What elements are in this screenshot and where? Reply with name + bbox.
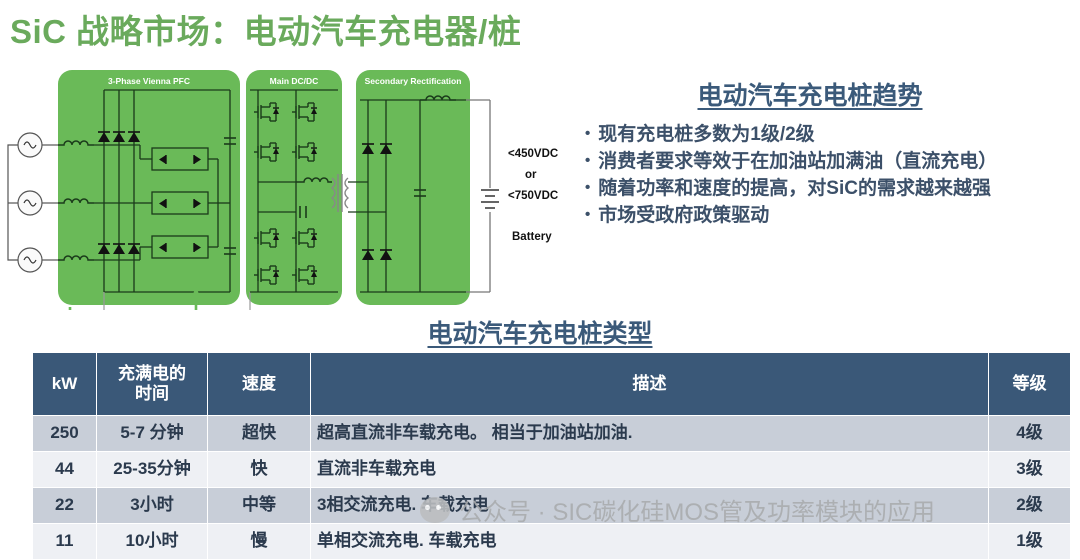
cell-level: 1级 [988, 523, 1071, 560]
cell-charge-time: 25-35分钟 [96, 451, 208, 488]
cell-charge-time: 3小时 [96, 487, 208, 524]
cell-charge-time: 10小时 [96, 523, 208, 560]
charger-types-table: kW 充满电的 时间 速度 描述 等级 250 5-7 分钟 超快 超高直流非车… [32, 352, 1071, 560]
list-item: • 消费者要求等效于在加油站加满油（直流充电） [585, 149, 1080, 176]
cell-description: 3相交流充电. 车载充电 [310, 487, 989, 524]
cell-kw: 22 [32, 487, 97, 524]
table-heading: 电动汽车充电桩类型 [427, 320, 653, 348]
column-header-speed: 速度 [207, 352, 311, 416]
table-header-row: kW 充满电的 时间 速度 描述 等级 [32, 352, 1071, 416]
list-item-label: 现有充电桩多数为1级/2级 [598, 124, 815, 145]
block-rectification [356, 70, 470, 305]
column-header-kw-line1: kW [51, 374, 78, 394]
cell-speed: 中等 [207, 487, 311, 524]
cell-level: 3级 [988, 451, 1071, 488]
cell-speed: 超快 [207, 415, 311, 452]
column-header-charge-time-line2: 时间 [135, 384, 169, 403]
cell-kw: 11 [32, 523, 97, 560]
bullet-icon: • [585, 125, 591, 142]
output-voltage-or: or [525, 169, 537, 181]
cell-kw: 44 [32, 451, 97, 488]
cell-kw: 250 [32, 415, 97, 452]
column-header-charge-time-line1: 充满电的 [118, 364, 186, 384]
block-label-dcdc: Main DC/DC [270, 76, 319, 86]
column-header-speed-line1: 速度 [242, 374, 276, 394]
cell-description: 超高直流非车载充电。 相当于加油站加油. [310, 415, 989, 452]
bullet-icon: • [585, 205, 591, 223]
cell-speed: 快 [207, 451, 311, 488]
cell-speed: 慢 [207, 523, 311, 560]
block-label-pfc: 3-Phase Vienna PFC [108, 76, 190, 86]
column-header-level-line1: 等级 [1012, 374, 1047, 394]
table-row: 22 3小时 中等 3相交流充电. 车载充电 2级 [32, 487, 1071, 524]
cell-description: 直流非车载充电 [310, 451, 989, 488]
block-pfc [58, 70, 240, 305]
cell-level: 2级 [988, 487, 1071, 524]
column-header-charge-time: 充满电的 时间 [96, 352, 208, 416]
column-header-description-line1: 描述 [632, 374, 667, 394]
bullet-icon: • [585, 178, 591, 196]
column-header-level: 等级 [988, 352, 1071, 416]
column-header-description: 描述 [310, 352, 989, 416]
table-row: 250 5-7 分钟 超快 超高直流非车载充电。 相当于加油站加油. 4级 [32, 415, 1071, 452]
list-item: • 随着功率和速度的提高，对SiC的需求越来越强 [585, 176, 1080, 203]
ev-charger-block-diagram: Current Sense [0, 60, 560, 310]
trends-heading: 电动汽车充电桩趋势 [697, 82, 923, 110]
cell-description: 单相交流充电. 车载充电 [310, 523, 989, 560]
output-voltage-1: <450VDC [508, 148, 558, 160]
bullet-icon: • [585, 151, 591, 169]
list-item-label: 消费者要求等效于在加油站加满油（直流充电） [598, 150, 998, 172]
trends-bullet-list: • 现有充电桩多数为1级/2级 • 消费者要求等效于在加油站加满油（直流充电） … [585, 122, 1080, 230]
table-row: 11 10小时 慢 单相交流充电. 车载充电 1级 [32, 523, 1071, 560]
cell-charge-time: 5-7 分钟 [96, 415, 208, 452]
cell-level: 4级 [988, 415, 1071, 452]
list-item-label: 随着功率和速度的提高，对SiC的需求越来越强 [598, 177, 991, 199]
charger-types-table-wrapper: kW 充满电的 时间 速度 描述 等级 250 5-7 分钟 超快 超高直流非车… [32, 352, 1071, 560]
column-header-kw: kW [32, 352, 97, 416]
list-item-label: 市场受政府政策驱动 [598, 204, 770, 226]
output-battery-label: Battery [512, 231, 552, 243]
list-item: • 现有充电桩多数为1级/2级 [585, 122, 1080, 149]
output-voltage-2: <750VDC [508, 190, 558, 202]
list-item: • 市场受政府政策驱动 [585, 203, 1080, 230]
block-label-rectification: Secondary Rectification [365, 76, 462, 86]
table-row: 44 25-35分钟 快 直流非车载充电 3级 [32, 451, 1071, 488]
page-title: SiC 战略市场：电动汽车充电器/桩 [10, 13, 522, 50]
